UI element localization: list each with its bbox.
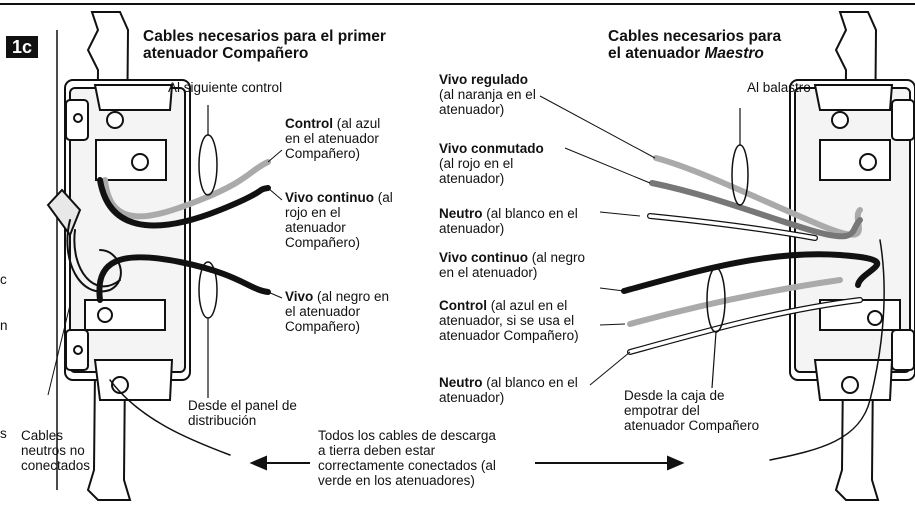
label-unconnected-neutrals: Cables neutros no conectados <box>21 428 91 473</box>
margin-letter: n <box>0 318 8 333</box>
label-to-ballast: Al balastro <box>747 80 811 95</box>
label-right-neutro-1: Neutro (al blanco en el atenuador) <box>439 206 578 236</box>
label-from-panel: Desde el panel de distribución <box>188 398 297 428</box>
left-title: Cables necesarios para el primer atenuad… <box>143 28 386 62</box>
label-vivo-conmutado: Vivo conmutado (al rojo en el atenuador) <box>439 141 544 186</box>
figure-tag: 1c <box>6 36 39 58</box>
label-to-next-control: Al siguiente control <box>168 80 283 95</box>
label-left-vivo: Vivo (al negro en el atenuador Compañero… <box>285 289 390 334</box>
label-right-control: Control (al azul en el atenuador, si se … <box>439 298 579 343</box>
left-electrical-box <box>46 11 191 501</box>
label-right-vivo-continuo: Vivo continuo (al negro en el atenuador) <box>439 250 586 280</box>
margin-letter: c <box>0 272 7 287</box>
ground-note: Todos los cables de descarga a tierra de… <box>318 428 496 488</box>
label-right-neutro-2: Neutro (al blanco en el atenuador) <box>439 375 578 405</box>
label-vivo-regulado: Vivo regulado (al naranja en el atenuado… <box>439 72 536 117</box>
label-left-vivo-continuo: Vivo continuo (al rojo en el atenuador C… <box>285 190 393 250</box>
margin-letter: s <box>0 426 7 441</box>
label-from-companion-box: Desde la caja de empotrar del atenuador … <box>624 388 760 433</box>
label-left-control: Control (al azul en el atenuador Compañe… <box>285 116 381 161</box>
